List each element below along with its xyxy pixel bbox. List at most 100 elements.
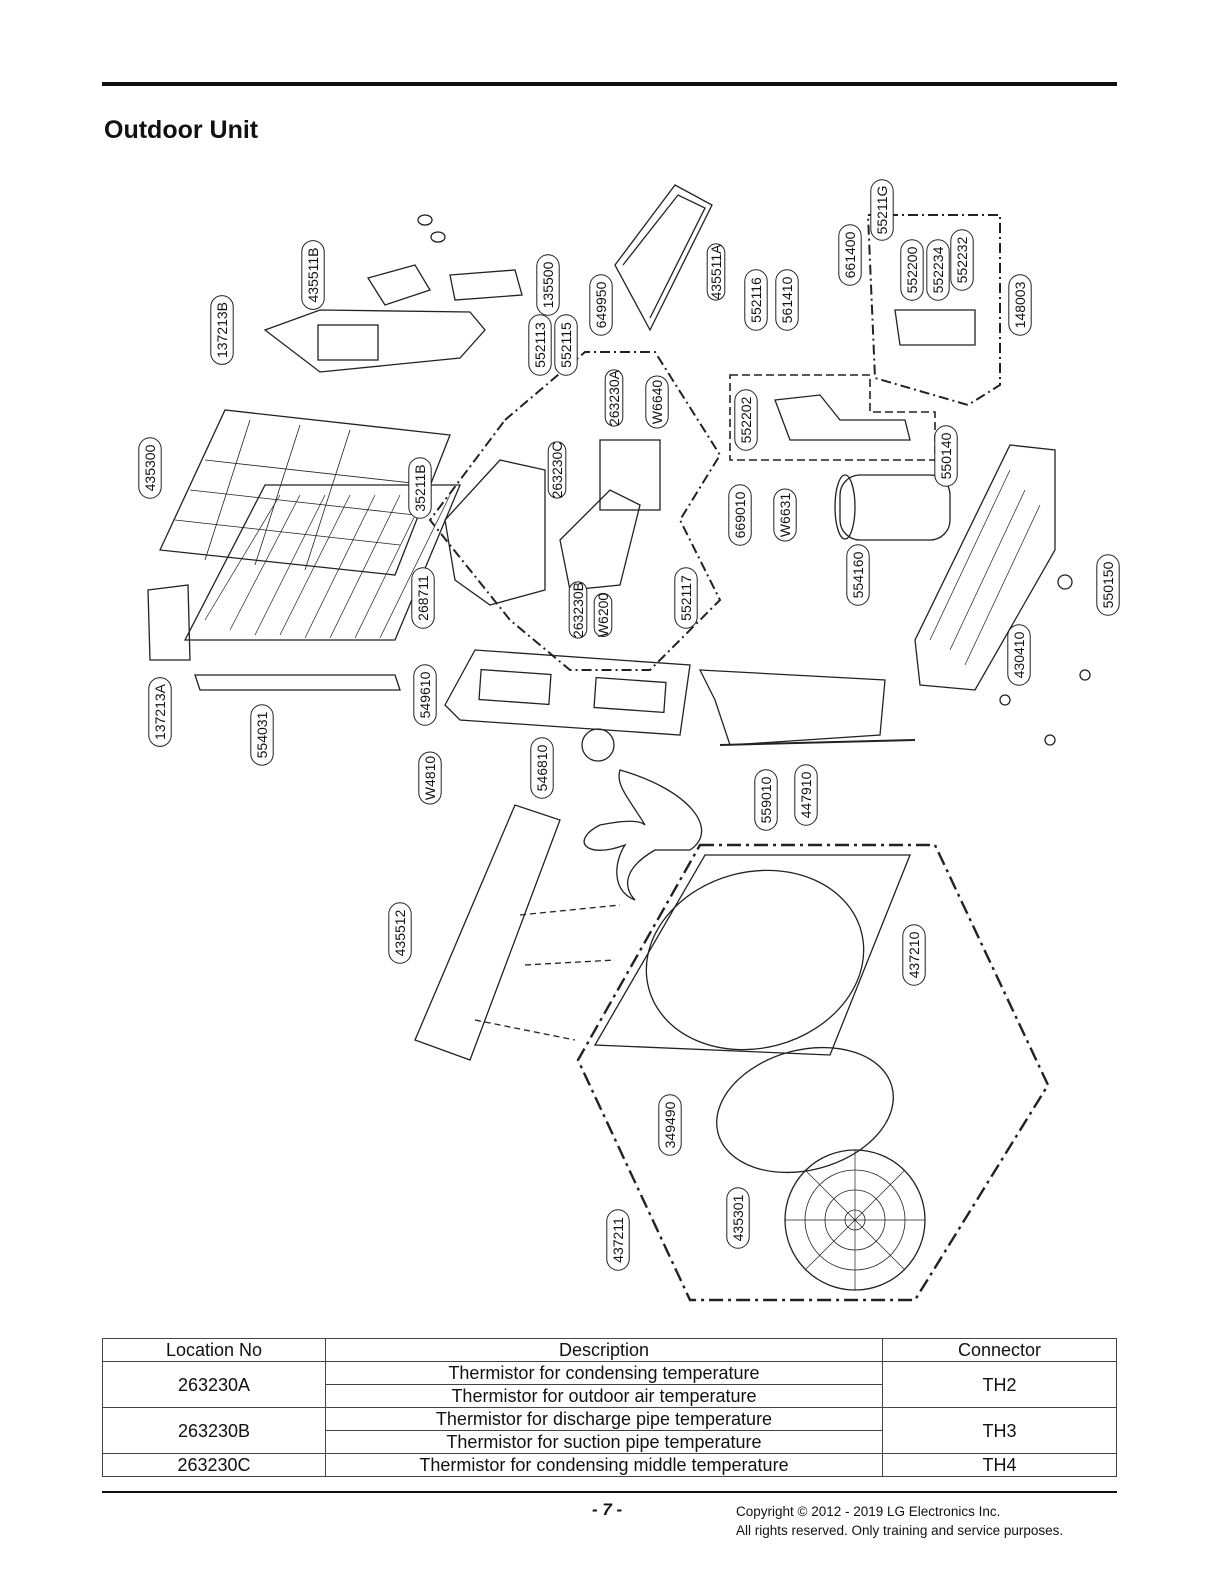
propeller-fan (583, 769, 703, 901)
callout-box (870, 179, 894, 241)
callout-263230b: 263230B (568, 581, 588, 639)
callout-268711: 268711 (411, 567, 435, 629)
top-cover-window (317, 324, 379, 361)
description-cell: Thermistor for suction pipe temperature (325, 1430, 883, 1454)
callout-box (794, 764, 818, 826)
callout-text: 552200 (904, 246, 920, 293)
fan-opening (645, 869, 865, 1051)
callout-box (606, 1209, 630, 1271)
callout-box (900, 239, 924, 301)
callout-35211b: 35211B (408, 457, 432, 519)
table-row: Thermistor for outdoor air temperature (103, 1384, 1117, 1408)
fan-motor (581, 728, 615, 762)
callout-552200: 552200 (900, 239, 924, 301)
callout-552116: 552116 (744, 269, 768, 331)
side-cover-shape (414, 804, 561, 1061)
callout-text: W6200 (595, 593, 611, 638)
header-location-no: Location No (102, 1338, 326, 1362)
callout-box (604, 369, 624, 427)
callout-552232: 552232 (950, 229, 974, 291)
callout-661400: 661400 (838, 224, 862, 286)
control-box-group-outline (428, 351, 722, 671)
callout-text: 435512 (392, 909, 408, 956)
callout-box (728, 484, 752, 546)
callout-text: 552113 (532, 322, 548, 368)
callout-554160: 554160 (846, 544, 870, 606)
callout-552115: 552115 (554, 314, 578, 376)
base-rail (194, 674, 401, 691)
callout-box (547, 441, 567, 499)
callout-550150: 550150 (1096, 554, 1120, 616)
callout-w6631: W6631 (773, 488, 797, 542)
callout-box (411, 567, 435, 629)
page-number: - 7 - (592, 1500, 623, 1519)
callout-435300: 435300 (138, 437, 162, 499)
callout-box (593, 593, 613, 637)
control-box-inner (559, 489, 641, 591)
foot-3 (999, 694, 1011, 706)
callout-box (645, 375, 669, 429)
callout-text: 552116 (748, 277, 764, 323)
callout-text: 137213B (214, 302, 230, 358)
callout-135500: 135500 (536, 254, 560, 316)
callout-text: W6631 (777, 493, 793, 538)
location-cell: 263230B (102, 1407, 326, 1454)
callout-box (1007, 624, 1031, 686)
copyright-notice: Copyright © 2012 - 2019 LG Electronics I… (736, 1502, 1063, 1540)
callout-text: 546810 (534, 744, 550, 791)
callout-text: 268711 (415, 575, 431, 621)
front-grille-panel (593, 854, 911, 1056)
callout-435511a: 435511A (706, 243, 726, 301)
callout-box (554, 314, 578, 376)
callout-box (744, 269, 768, 331)
callout-box (388, 902, 412, 964)
pipe-assembly (774, 394, 911, 441)
callout-text: 554160 (850, 551, 866, 598)
callout-text: 661400 (842, 231, 858, 278)
foot-1 (1057, 574, 1073, 590)
callout-561410: 561410 (775, 269, 799, 331)
callout-552117: 552117 (674, 567, 698, 629)
callout-text: 435301 (730, 1194, 746, 1241)
grille-shape (159, 409, 451, 576)
callout-text: 552202 (738, 396, 754, 443)
callout-552202: 552202 (734, 389, 758, 451)
table-header-row: Location No Description Connector (102, 1338, 1117, 1362)
callout-box (408, 457, 432, 519)
partition-shape (698, 669, 886, 746)
orifice-ring (716, 1046, 894, 1174)
callout-text: 552115 (558, 322, 574, 368)
compressor-body (839, 474, 951, 541)
callout-550140: 550140 (934, 425, 958, 487)
thermistor-table: Location No Description Connector 263230… (102, 1338, 1117, 1477)
callout-box (734, 389, 758, 451)
callout-box (250, 704, 274, 766)
condenser-coil-shape (183, 484, 461, 641)
callout-box (301, 240, 325, 310)
description-cell: Thermistor for outdoor air temperature (325, 1384, 883, 1408)
top-rule (102, 82, 1117, 86)
callout-box (950, 229, 974, 291)
callout-text: 263230B (570, 582, 586, 638)
callout-263230c: 263230C (547, 441, 567, 499)
top-cover-shape (263, 309, 486, 373)
description-cell: Thermistor for condensing middle tempera… (325, 1453, 883, 1477)
connector-cell: TH4 (882, 1453, 1117, 1477)
callout-669010: 669010 (728, 484, 752, 546)
callout-text: 552117 (678, 575, 694, 621)
table-row: 263230A Thermistor for condensing temper… (102, 1361, 1117, 1408)
connector-cell: TH3 (882, 1407, 1117, 1454)
callout-box (138, 437, 162, 499)
callout-text: 552232 (954, 236, 970, 283)
callout-55211g: 55211G (870, 179, 894, 241)
callout-text: 552234 (930, 246, 946, 293)
callout-447910: 447910 (794, 764, 818, 826)
callout-text: 447910 (798, 771, 814, 818)
callout-box (838, 224, 862, 286)
callout-box (934, 425, 958, 487)
callout-box (568, 581, 588, 639)
callout-649950: 649950 (589, 274, 613, 336)
front-tray-shape (614, 184, 713, 332)
pcb-block (599, 439, 661, 511)
header-connector: Connector (882, 1338, 1117, 1362)
